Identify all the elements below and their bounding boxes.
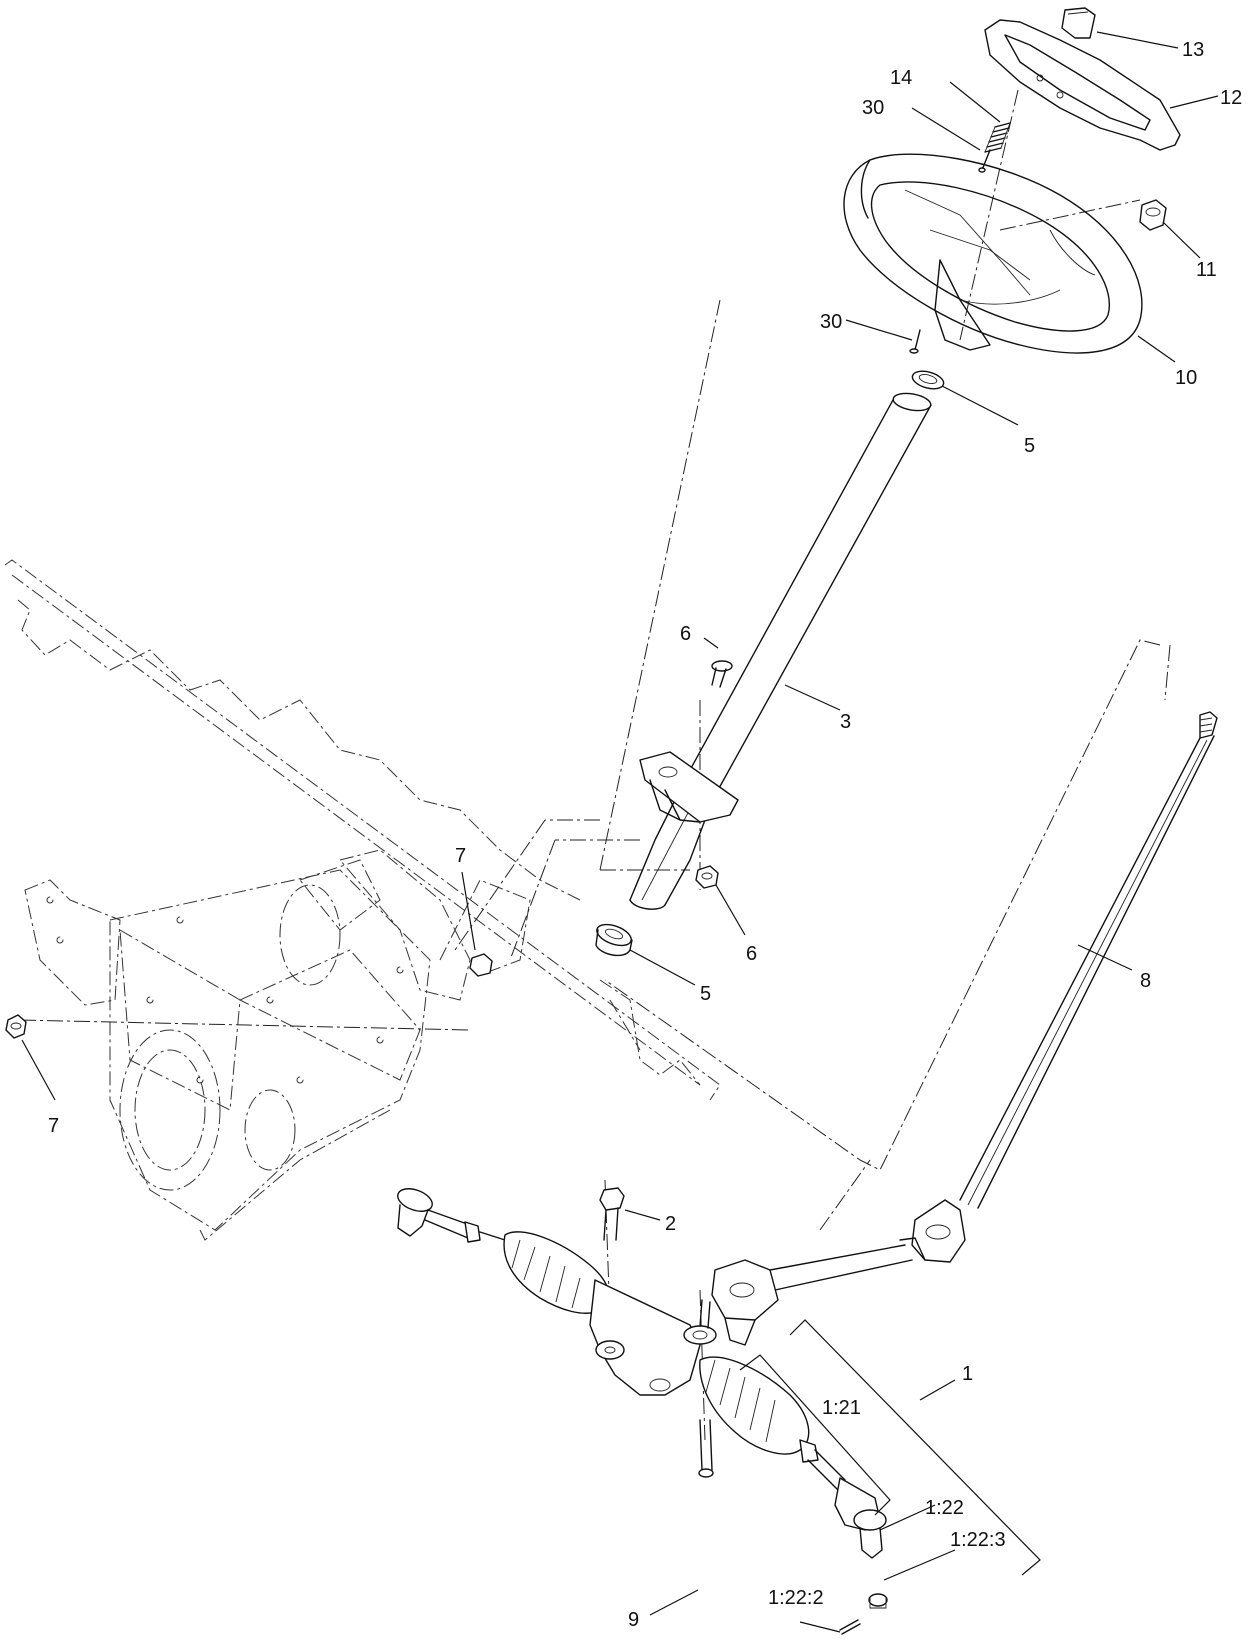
- cotter-pin: [839, 1619, 861, 1635]
- steering-rack: [397, 1188, 887, 1559]
- bearing-lower: [595, 923, 633, 957]
- nut-wheel: [1139, 199, 1167, 231]
- callout-1-21: 1:21: [822, 1397, 861, 1419]
- screw-upper: [978, 149, 991, 173]
- rack-bolt: [599, 1187, 625, 1241]
- callout-3: 3: [840, 711, 851, 733]
- callout-5-lower: 5: [700, 983, 711, 1005]
- callout-2: 2: [665, 1213, 676, 1235]
- callout-30-lower: 30: [820, 311, 842, 333]
- callout-1-22: 1:22: [925, 1497, 964, 1519]
- callout-9: 9: [628, 1609, 639, 1631]
- carriage-bolt: [711, 660, 733, 688]
- callout-1-22-2: 1:22:2: [768, 1587, 824, 1609]
- callout-11: 11: [1196, 259, 1217, 281]
- callout-1-22-3: 1:22:3: [950, 1529, 1006, 1551]
- callout-10: 10: [1175, 367, 1197, 389]
- screw-lower: [909, 329, 921, 354]
- frame-phantom: [4, 559, 721, 1241]
- flange-nut: [695, 865, 719, 889]
- callout-7-lower: 7: [48, 1115, 59, 1137]
- assembly-bracket-1-21: [739, 1354, 891, 1516]
- assembly-bracket-1: [789, 1319, 1041, 1576]
- callout-13: 13: [1182, 39, 1204, 61]
- callout-7-upper: 7: [455, 845, 466, 867]
- callout-12: 12: [1220, 87, 1242, 109]
- leader-lines: [21, 31, 1219, 1633]
- callout-8: 8: [1140, 970, 1151, 992]
- castle-nut: [868, 1593, 888, 1609]
- spring: [984, 122, 1011, 153]
- nut-left: [5, 1014, 27, 1039]
- rack-bolt-lower: [698, 1419, 714, 1478]
- horn-cap: [1061, 7, 1096, 39]
- steering-column-tube: [629, 392, 932, 910]
- intermediate-shaft: [711, 711, 1218, 1346]
- steering-wheel: [843, 153, 1143, 354]
- callout-5-upper: 5: [1024, 435, 1035, 457]
- callout-labels: 13 12 14 30 11 30 10 5 6 3 8 7 6 5 7 2 1…: [48, 39, 1242, 1631]
- callout-30-upper: 30: [862, 97, 884, 119]
- steering-wheel-cover: [984, 19, 1181, 151]
- callout-1: 1: [962, 1363, 973, 1385]
- nut-frame: [469, 953, 493, 977]
- callout-6-lower: 6: [746, 943, 757, 965]
- callout-6-upper: 6: [680, 623, 691, 645]
- callout-14: 14: [890, 67, 912, 89]
- assembly-centerlines: [19, 89, 1171, 1441]
- column-bracket: [639, 751, 739, 823]
- bearing-upper: [911, 370, 945, 390]
